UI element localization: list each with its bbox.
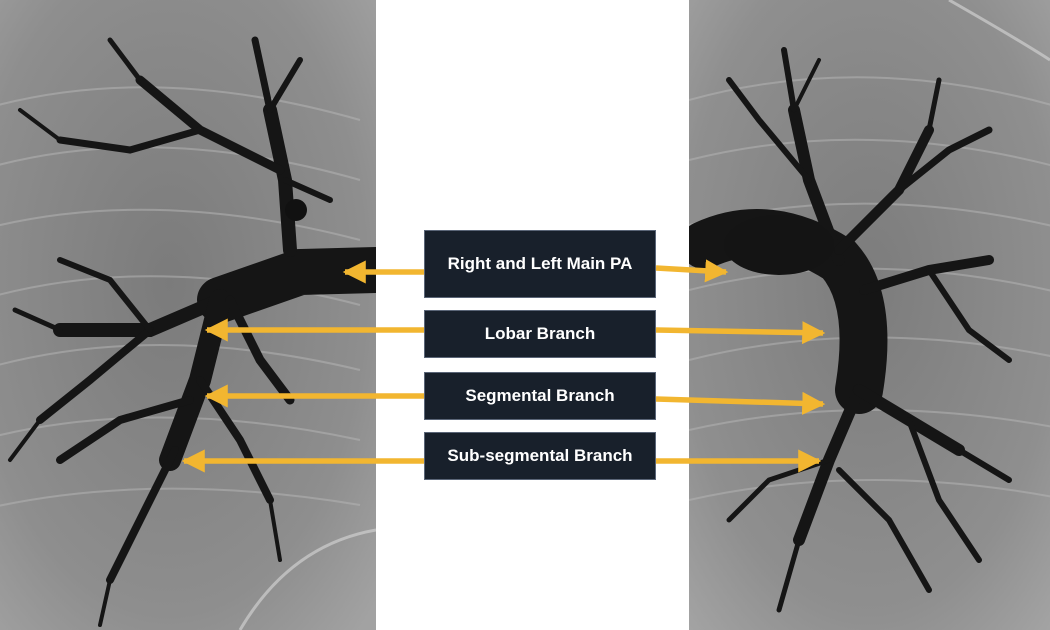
arrow-segmental-right <box>655 391 826 415</box>
subsegmental-branch-label: Sub-segmental Branch <box>424 432 656 480</box>
lobar-branch-label: Lobar Branch <box>424 310 656 358</box>
right-angiogram-image <box>689 0 1050 630</box>
arrow-lobar-right <box>655 321 826 345</box>
arrow-main-pa-right <box>655 259 729 283</box>
main-pa-label: Right and Left Main PA <box>424 230 656 298</box>
segmental-branch-label: Segmental Branch <box>424 372 656 420</box>
